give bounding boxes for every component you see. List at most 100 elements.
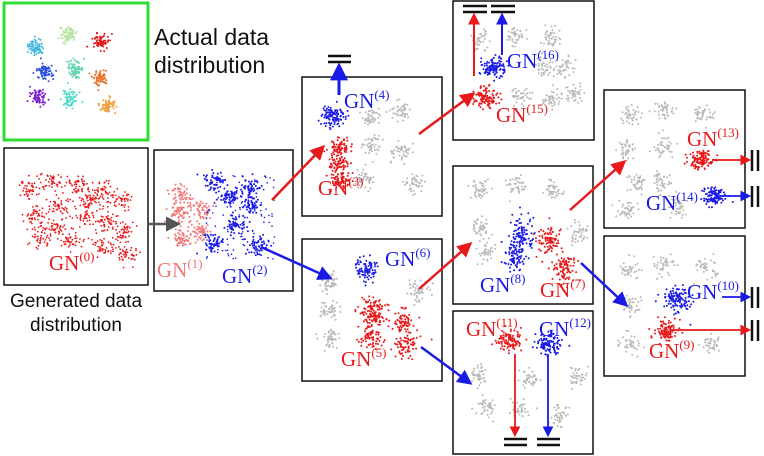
gn2-noise [216,176,219,178]
gray-cloud [648,101,678,120]
gn2-noise [211,212,214,214]
gn2-noise [221,249,224,252]
gn2-cloud [196,169,227,194]
gn2-noise [229,226,231,229]
terminal-gn10 [750,287,760,308]
gn0-cloud [39,212,67,242]
gn2-noise [206,180,208,182]
gray-cloud [547,404,571,428]
gn5-cloud [387,306,421,340]
gn2-noise [231,217,234,220]
gn0-cloud [94,205,118,235]
gn2-noise [263,221,265,223]
gn4-cloud [317,100,350,131]
gray-cloud [698,332,720,354]
actual-cluster [32,57,58,83]
caption-generated-line2: distribution [30,315,122,336]
arrow-gn3-to-gn15 [418,92,476,136]
label-gn12: GN(12) [539,315,591,341]
label-gn2: GN(2) [222,262,268,288]
gn0-cloud [45,192,74,218]
label-gn4: GN(4) [344,87,390,113]
gn2-noise [235,218,238,221]
panel-actual [2,1,150,142]
gray-cloud [470,28,491,52]
terminal-gn11 [504,437,527,447]
gn0-cloud [80,188,109,214]
gn2-noise [224,249,227,252]
gn2-noise [221,238,224,240]
gn5-cloud [356,317,388,351]
gn2-noise [272,258,274,260]
gn1-cloud [186,220,212,244]
gray-cloud [389,139,414,165]
gn0-cloud [106,188,133,212]
gn2-noise [230,253,233,255]
gn2-noise [206,239,208,241]
gn2-noise [254,179,256,181]
gn2-noise [208,246,210,248]
actual-cluster [59,81,84,110]
gn2-noise [231,225,233,227]
terminal-gn14 [750,186,760,207]
gn2-noise [216,181,218,184]
terminal-gn4 [328,54,351,64]
label-gn8: GN(8) [480,271,526,297]
gn0-cloud [118,240,142,269]
gn2-noise [235,192,238,195]
gn2-noise [217,197,220,199]
gray-cloud [540,24,562,47]
gn2-noise [232,257,235,260]
gray-cloud [359,105,388,126]
label-gn5: GN(5) [341,345,387,371]
gn2-noise [226,228,229,231]
gn2-noise [259,209,262,212]
gn2-noise [232,175,234,177]
gn9-cloud [648,316,684,345]
gn7-cloud [532,217,563,263]
gray-cloud [542,178,565,199]
arrow-gn7-to-gn13 [569,160,627,211]
gray-cloud [467,178,493,199]
gn1-cloud [164,204,192,225]
gn2-noise [267,256,269,259]
gray-cloud [619,254,643,280]
caption-generated-line1: Generated data [10,291,142,312]
panel-gn7-gn8 [452,165,594,305]
gn2-noise [208,209,210,212]
gray-cloud [693,253,719,285]
gn10-cloud [654,284,695,326]
terminal-gn13 [750,150,760,171]
gn2-noise [205,257,208,259]
gn0-cloud [18,174,44,201]
gn12-cloud [531,330,571,358]
gn2-noise [213,202,216,204]
gn2-noise [226,249,229,251]
label-gn6: GN(6) [385,245,431,271]
gn2-noise [247,199,250,201]
gn1-cloud [187,197,215,220]
gn2-noise [272,186,275,189]
gn2-noise [260,201,263,204]
gn2-noise [263,216,266,219]
panel-gn11-gn12 [452,310,594,455]
label-gn1: GN(1) [157,256,203,282]
gn2-noise [227,243,229,246]
gn2-cloud [196,233,224,255]
gn0-cloud [91,237,122,259]
gn2-noise [208,189,210,192]
terminal-gn9 [750,320,760,341]
panel-gn5-gn6 [301,238,443,382]
gn1-cloud [166,225,196,247]
label-gn15: GN(15) [496,101,548,127]
gn2-noise [229,205,231,207]
gray-cloud [541,84,563,111]
gn2-noise [232,202,235,204]
panel-gn3-gn4 [301,76,443,217]
gn2-noise [221,175,223,178]
gn0-cloud [102,215,138,242]
terminal-gn12 [537,437,560,447]
arrow-gn5-to-gn11 [420,345,473,385]
gn0-cloud [33,172,68,192]
gn2-noise [226,225,229,228]
